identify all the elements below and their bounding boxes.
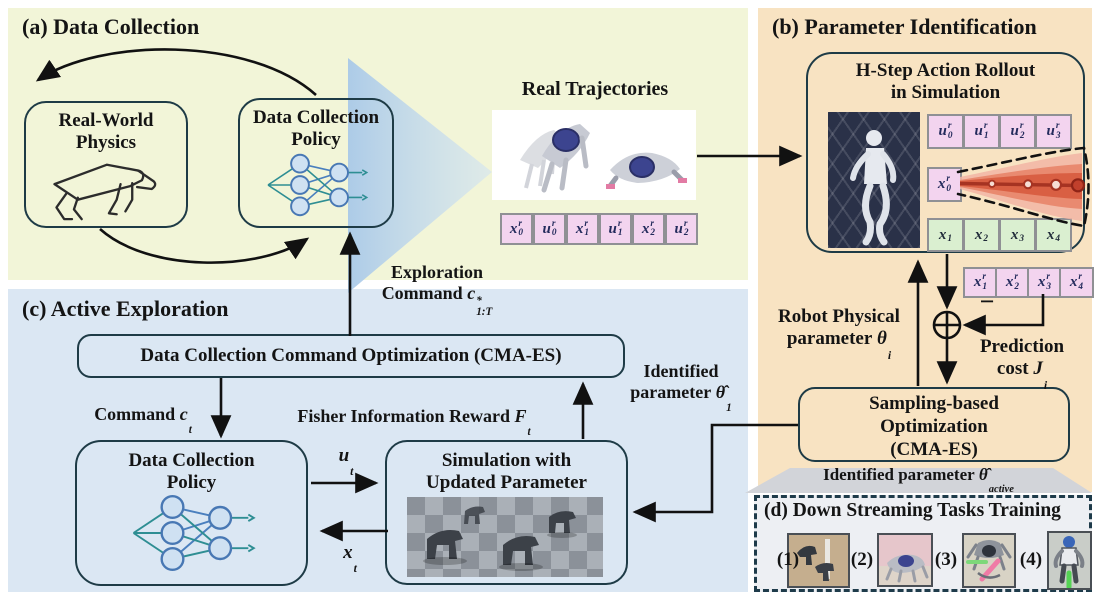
neural-network-icon [267, 153, 369, 217]
task-4-label: (4) [1019, 549, 1043, 570]
task-2-label: (2) [850, 549, 874, 570]
panel-d-title: (d) Down Streaming Tasks Training [764, 500, 1061, 521]
task-4-image [1047, 531, 1092, 590]
simulation-robots-image [407, 497, 603, 577]
simulation-updated-parameter-box: Simulation with Updated Parameter [385, 440, 628, 585]
humanoid-robot-figure [850, 130, 897, 246]
real-trajectories-photo [492, 110, 696, 200]
task-1-label: (1) [776, 549, 800, 570]
panel-b-title: (b) Parameter Identification [772, 14, 1037, 39]
command-optimization-box: Data Collection Command Optimization (CM… [77, 334, 625, 378]
minus-sign: − [979, 287, 995, 316]
panel-c-title: (c) Active Exploration [22, 296, 229, 321]
task-2-image [877, 533, 933, 587]
identified-parameter-label: Identified parameter θ̂1 [630, 361, 732, 415]
humanoid-simulation-image [828, 112, 920, 248]
panel-a-title: (a) Data Collection [22, 14, 200, 39]
sampling-optimization-box: Sampling-based Optimization (CMA-ES) [798, 387, 1070, 462]
data-collection-policy-box-a: Data Collection Policy [238, 98, 394, 228]
task-3-image [962, 533, 1016, 588]
data-collection-policy-box-c: Data Collection Policy [75, 440, 308, 586]
real-trajectories-title: Real Trajectories [521, 78, 669, 100]
identified-parameter-banner: Identified parameter θ̂active [745, 468, 1092, 493]
identified-active-label: Identified parameter θ̂active [823, 465, 1014, 496]
real-world-physics-box: Real-World Physics [24, 101, 188, 228]
exploration-command-label: Exploration Command c*1:T [381, 262, 493, 319]
task-1-image [787, 533, 850, 588]
neural-network-icon [132, 494, 256, 572]
task-3-label: (3) [934, 549, 958, 570]
robot-dog-sketch-icon [53, 163, 157, 221]
